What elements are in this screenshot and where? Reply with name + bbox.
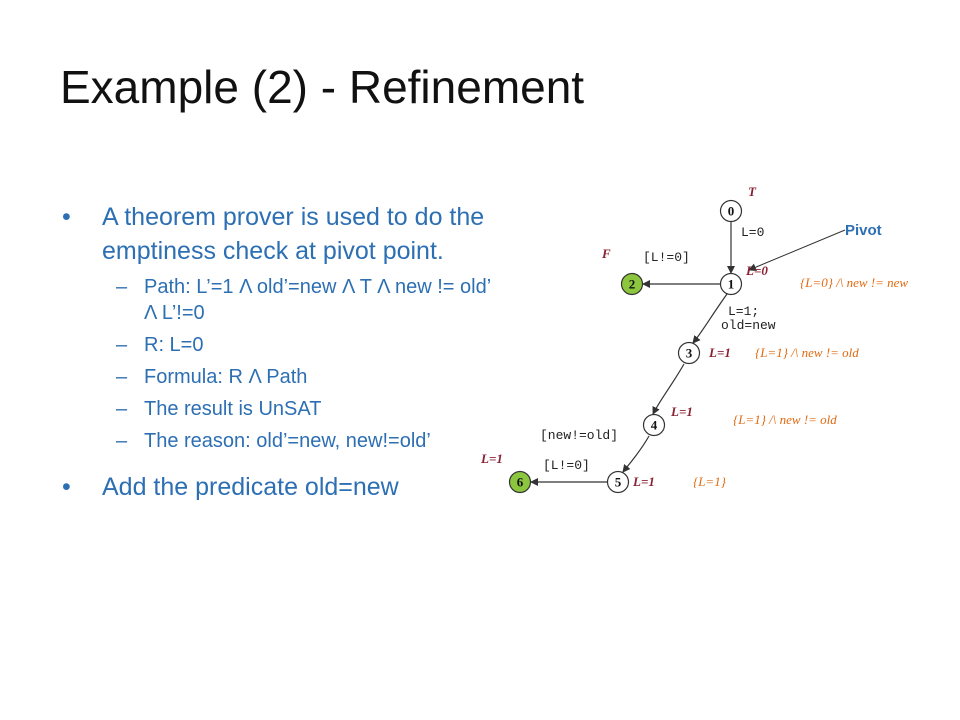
predicate-label-node-4: {L=1} /\ new != old [733, 412, 837, 427]
bullet-dot-icon: • [62, 203, 71, 231]
state-label-F: F [601, 246, 611, 261]
sub-bullet-text: R: L=0 [144, 334, 204, 356]
sub-bullet-text: The result is UnSAT [144, 398, 322, 420]
node-5-label: 5 [615, 475, 622, 490]
predicate-label-node-3: {L=1} /\ new != old [755, 345, 859, 360]
sub-bullet-text: Path: L’=1 Λ old’=new Λ T Λ new != old’ … [144, 276, 491, 324]
sub-bullet-text: Formula: R Λ Path [144, 366, 308, 388]
node-6 [508, 470, 532, 494]
edge-label-1-3-line2: old=new [721, 318, 776, 333]
dash-icon: – [116, 276, 128, 298]
dash-icon: – [116, 430, 128, 452]
predicate-label-node-5: {L=1} [693, 474, 727, 489]
slide-title: Example (2) - Refinement [60, 61, 585, 113]
bullet-item: • A theorem prover is used to do the emp… [62, 200, 502, 268]
edge-1-3 [692, 293, 728, 344]
bullet-item: • Add the predicate old=new [62, 470, 502, 504]
edge-label-3-4: [new!=old] [540, 428, 618, 443]
node-4 [642, 413, 666, 437]
state-label-node-4: L=1 [670, 404, 693, 419]
edge-label-5-6: [L!=0] [543, 458, 590, 473]
state-label-node-1: L=0 [745, 263, 768, 278]
edge-label-0-1: L=0 [741, 225, 764, 240]
sub-bullet-item: – R: L=0 [62, 332, 502, 358]
bullet-text: Add the predicate old=new [102, 473, 399, 501]
node-0-label: 0 [728, 204, 735, 219]
node-5 [606, 470, 630, 494]
node-0 [719, 199, 743, 223]
edge-4-5 [622, 435, 650, 473]
predicate-label-node-1: {L=0} /\ new != new [800, 275, 908, 290]
pivot-pointer-arrow [748, 229, 846, 271]
sub-bullet-item: – The result is UnSAT [62, 396, 502, 422]
bullet-dot-icon: • [62, 473, 71, 501]
sub-bullet-item: – Path: L’=1 Λ old’=new Λ T Λ new != old… [62, 274, 502, 326]
state-label-T: T [748, 184, 757, 199]
sub-bullet-item: – The reason: old’=new, new!=old’ [62, 428, 502, 454]
node-3-label: 3 [686, 346, 693, 361]
node-1-label: 1 [728, 277, 735, 292]
node-3 [677, 341, 701, 365]
state-label-node-3: L=1 [708, 345, 731, 360]
node-1 [719, 272, 743, 296]
state-label-node-6: L=1 [480, 451, 503, 466]
node-4-label: 4 [651, 418, 658, 433]
dash-icon: – [116, 366, 128, 388]
edge-label-1-3-line1: L=1; [728, 304, 759, 319]
dash-icon: – [116, 398, 128, 420]
node-2-label: 2 [629, 277, 636, 292]
sub-bullet-text: The reason: old’=new, new!=old’ [144, 430, 431, 452]
state-label-node-5: L=1 [632, 474, 655, 489]
bullet-text: A theorem prover is used to do the empti… [102, 203, 485, 265]
sub-bullet-item: – Formula: R Λ Path [62, 364, 502, 390]
dash-icon: – [116, 334, 128, 356]
edge-label-1-2: [L!=0] [643, 250, 690, 265]
edge-3-4 [652, 363, 685, 415]
node-2 [620, 272, 644, 296]
node-6-label: 6 [517, 475, 524, 490]
pivot-label: Pivot [845, 222, 882, 239]
bullet-list: • A theorem prover is used to do the emp… [62, 200, 502, 504]
